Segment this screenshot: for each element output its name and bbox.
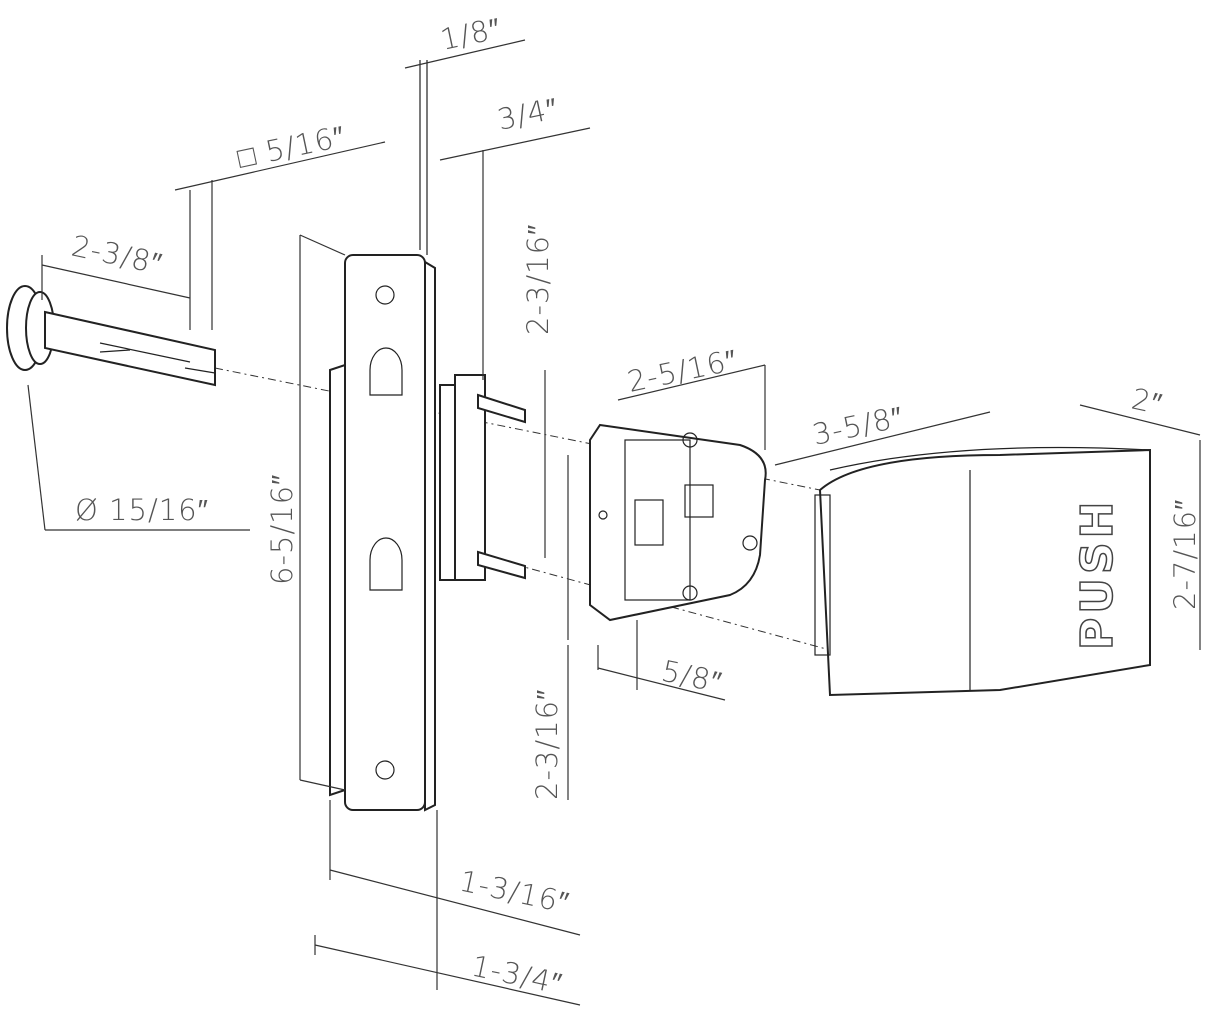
dim-handle-width: 2″ [1129, 382, 1166, 422]
dim-bolt-spacing-top: 2-3/16″ [521, 224, 555, 335]
push-handle-part: PUSH [814, 446, 1151, 697]
dim-handle-height: 2-7/16″ [1168, 499, 1202, 610]
dim-latch-width: 2-5/16″ [624, 342, 740, 398]
dim-spindle-length: 2-3/8″ [69, 229, 166, 281]
mounting-plate-part [329, 60, 436, 812]
dim-latch-offset: 5/8″ [659, 654, 726, 700]
dim-overall-width: 1-3/4″ [469, 949, 566, 1001]
dim-bolt-spacing-bottom: 2-3/16″ [530, 689, 564, 800]
dim-latch-depth: 3/4″ [494, 91, 561, 137]
spindle-knob-part [6, 285, 216, 387]
dim-knob-diameter: Ø 15/16″ [75, 493, 209, 527]
dim-square-spindle: □ 5/16″ [234, 119, 348, 175]
dimension-lines [27, 39, 1201, 1006]
axis-line [214, 367, 821, 491]
dim-plate-width: 1-3/16″ [457, 864, 573, 920]
dim-plate-thickness: 1/8″ [437, 11, 504, 57]
dim-plate-height: 6-5/16″ [265, 474, 299, 585]
latch-body-part [589, 423, 767, 622]
latch-bolts-part [439, 374, 526, 581]
push-label: PUSH [1072, 498, 1123, 651]
